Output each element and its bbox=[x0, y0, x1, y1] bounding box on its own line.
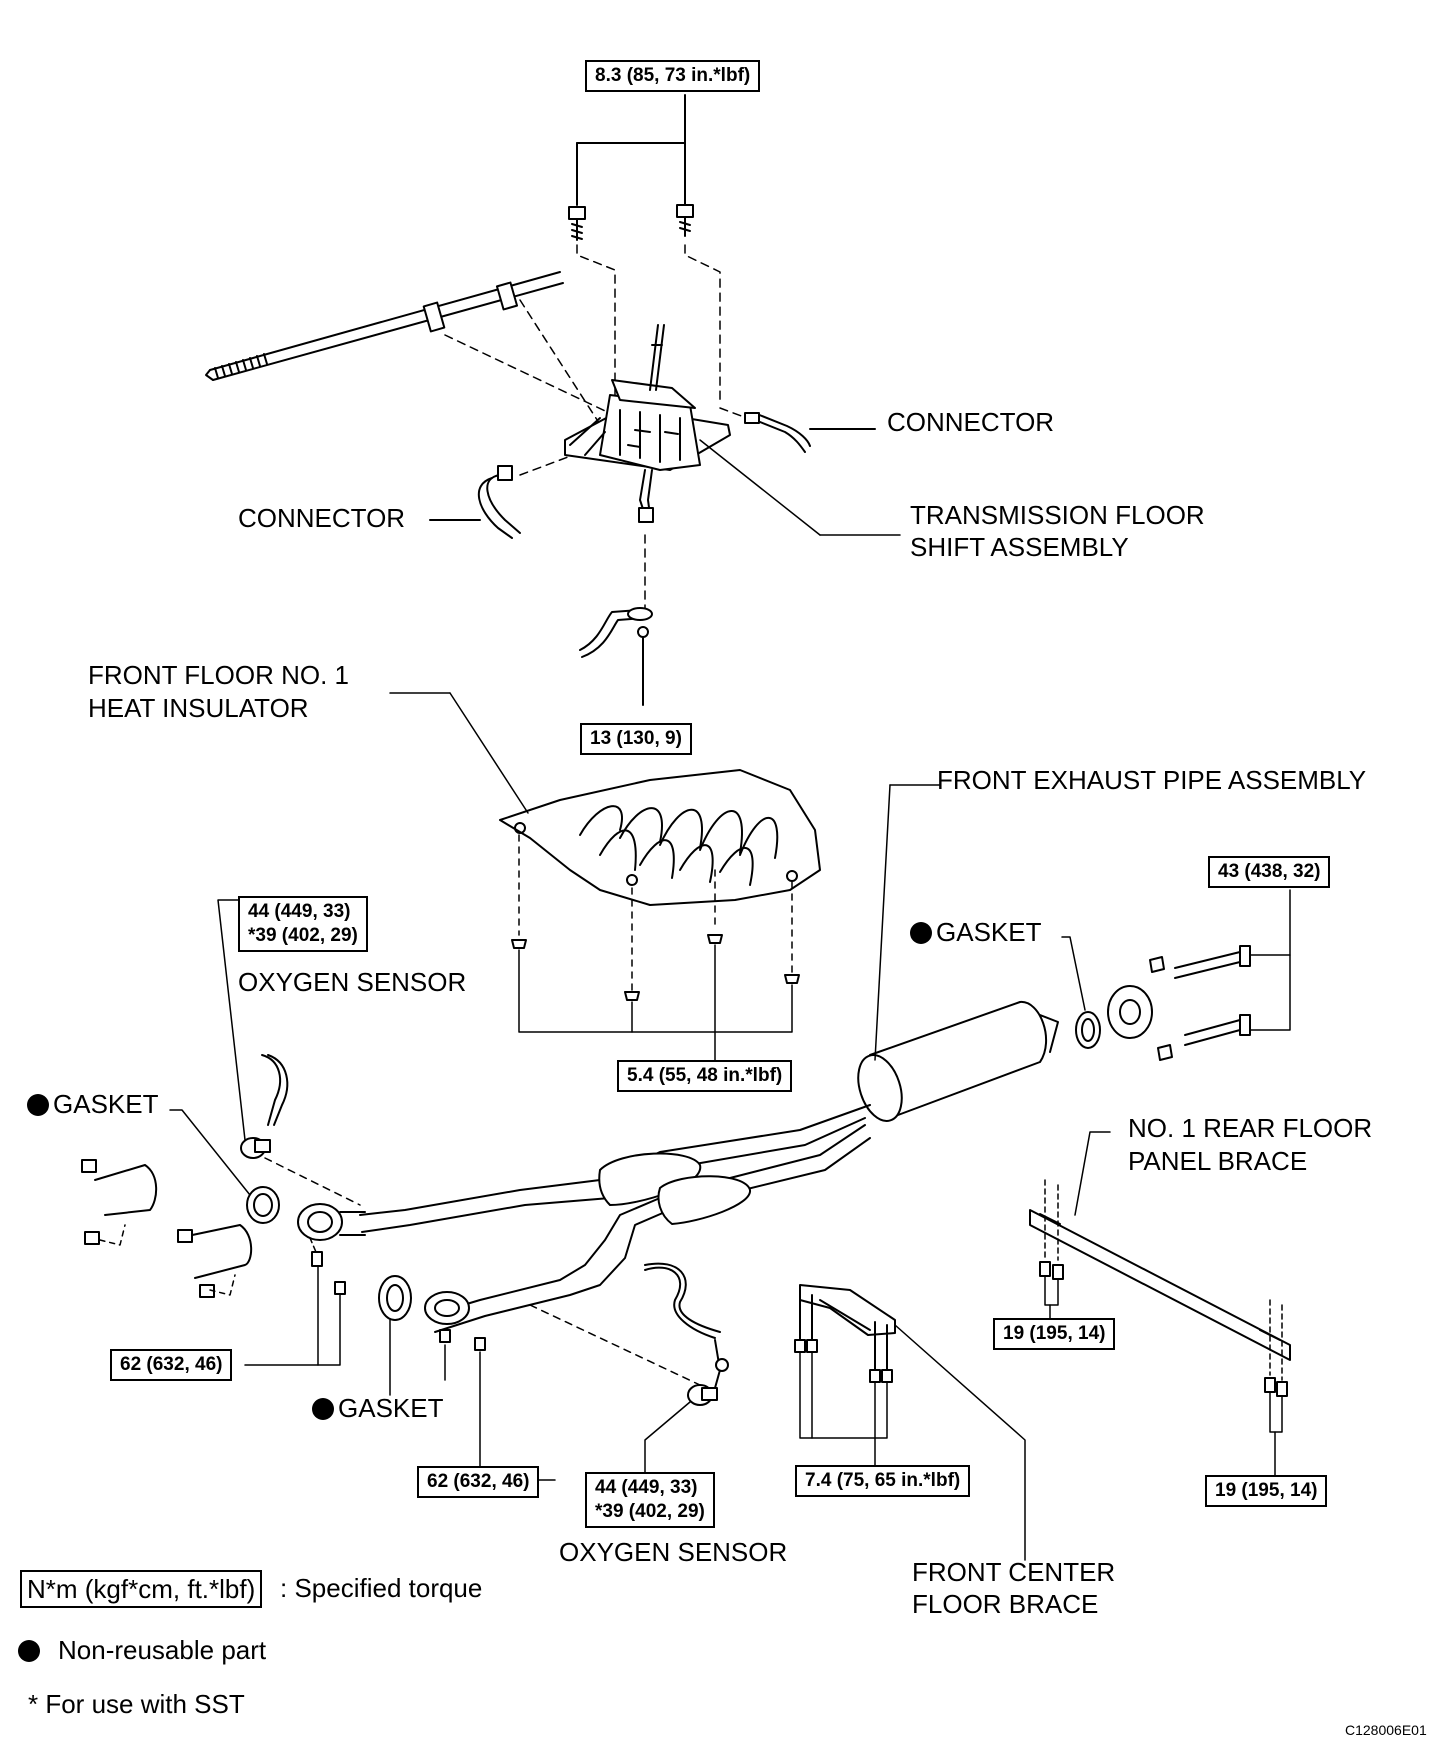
nonreusable-dot-icon bbox=[18, 1640, 40, 1662]
shift-dash-lines bbox=[444, 244, 753, 616]
label-transmission-1: TRANSMISSION FLOOR bbox=[910, 500, 1205, 530]
label-connector-right: CONNECTOR bbox=[887, 407, 1055, 437]
label-heat-insulator-1: FRONT FLOOR NO. 1 bbox=[88, 660, 349, 690]
label-rear-floor-brace-2: PANEL BRACE bbox=[1128, 1146, 1308, 1176]
heat-insulator bbox=[499, 769, 821, 906]
label-center-brace-1: FRONT CENTER bbox=[912, 1557, 1116, 1587]
label-heat-insulator-2: HEAT INSULATOR bbox=[88, 693, 309, 723]
shift-cable-end bbox=[579, 607, 653, 706]
gasket-left bbox=[246, 1186, 280, 1224]
torque-rear-flange: 43 (438, 32) bbox=[1208, 856, 1331, 888]
bottom-flange-bolts bbox=[439, 1329, 556, 1481]
left-extra-parts bbox=[81, 1159, 253, 1298]
label-rear-floor-brace-1: NO. 1 REAR FLOOR bbox=[1128, 1113, 1373, 1143]
torque-insulator-nuts: 5.4 (55, 48 in.*lbf) bbox=[617, 1060, 793, 1092]
nonreusable-dot-icon bbox=[312, 1398, 334, 1420]
gasket-rear-leader bbox=[1061, 936, 1086, 1011]
shift-bolt-left bbox=[568, 206, 586, 241]
torque-shift-nut: 13 (130, 9) bbox=[580, 723, 692, 755]
connector-right-part bbox=[744, 412, 876, 453]
legend-torque-text: : Specified torque bbox=[280, 1573, 483, 1603]
torque-right-flange: 62 (632, 46) bbox=[417, 1466, 540, 1498]
rear-floor-brace bbox=[1029, 1179, 1291, 1479]
legend-torque-unit: N*m (kgf*cm, ft.*lbf) bbox=[20, 1570, 263, 1608]
label-gasket-bottom: GASKET bbox=[312, 1392, 443, 1424]
torque-rear-brace-left: 19 (195, 14) bbox=[993, 1318, 1116, 1350]
figure-code: C128006E01 bbox=[1345, 1722, 1427, 1738]
label-front-exhaust-pipe: FRONT EXHAUST PIPE ASSEMBLY bbox=[937, 765, 1367, 795]
gasket-bottom bbox=[378, 1275, 412, 1321]
nonreusable-dot-icon bbox=[27, 1094, 49, 1116]
transmission-leader bbox=[699, 439, 821, 536]
legend-sst: * For use with SST bbox=[28, 1689, 245, 1719]
torque-left-flange: 62 (632, 46) bbox=[110, 1349, 233, 1381]
label-transmission-2: SHIFT ASSEMBLY bbox=[910, 532, 1129, 562]
shift-bolt-leader bbox=[576, 94, 686, 206]
rear-brace-leader bbox=[1074, 1131, 1111, 1216]
label-oxygen-sensor-upper: OXYGEN SENSOR bbox=[238, 967, 467, 997]
label-connector-left: CONNECTOR bbox=[238, 503, 406, 533]
legend-nonreusable: Non-reusable part bbox=[18, 1634, 266, 1666]
label-oxygen-sensor-lower: OXYGEN SENSOR bbox=[559, 1537, 788, 1567]
label-gasket-left: GASKET bbox=[27, 1088, 158, 1120]
torque-center-brace: 7.4 (75, 65 in.*lbf) bbox=[795, 1465, 971, 1497]
insulator-nuts bbox=[511, 934, 800, 1001]
torque-shift-bolts: 8.3 (85, 73 in.*lbf) bbox=[585, 60, 761, 92]
front-center-brace bbox=[794, 1284, 896, 1481]
insulator-torque-leader bbox=[518, 944, 793, 1061]
label-gasket-upper-right: GASKET bbox=[910, 916, 1041, 948]
nonreusable-dot-icon bbox=[910, 922, 932, 944]
torque-oxygen-sensor-lower: 44 (449, 33) *39 (402, 29) bbox=[585, 1472, 715, 1528]
label-center-brace-2: FLOOR BRACE bbox=[912, 1589, 1099, 1619]
torque-oxygen-sensor-upper: 44 (449, 33) *39 (402, 29) bbox=[238, 896, 368, 952]
oxygen-sensor-lower bbox=[529, 1262, 729, 1406]
rear-flange-leader bbox=[1249, 954, 1291, 1031]
shift-bolt-right bbox=[676, 204, 694, 237]
insulator-dash-lines bbox=[518, 834, 793, 991]
shift-cable bbox=[205, 271, 564, 381]
exhaust-pipe bbox=[297, 945, 1251, 1333]
shift-assembly bbox=[564, 324, 731, 523]
center-brace-leader bbox=[894, 1324, 1026, 1561]
torque-rear-brace-right: 19 (195, 14) bbox=[1205, 1475, 1328, 1507]
oxygen-sensor-upper-leader bbox=[217, 899, 246, 1141]
connector-left-part bbox=[429, 465, 521, 539]
oxygen-sensor-upper bbox=[240, 1054, 361, 1206]
oxygen-sensor-lower-leader bbox=[644, 1401, 691, 1481]
gasket-left-leader bbox=[169, 1109, 251, 1196]
left-flange-bolts bbox=[244, 1237, 346, 1366]
gasket-rear bbox=[1075, 1011, 1101, 1049]
